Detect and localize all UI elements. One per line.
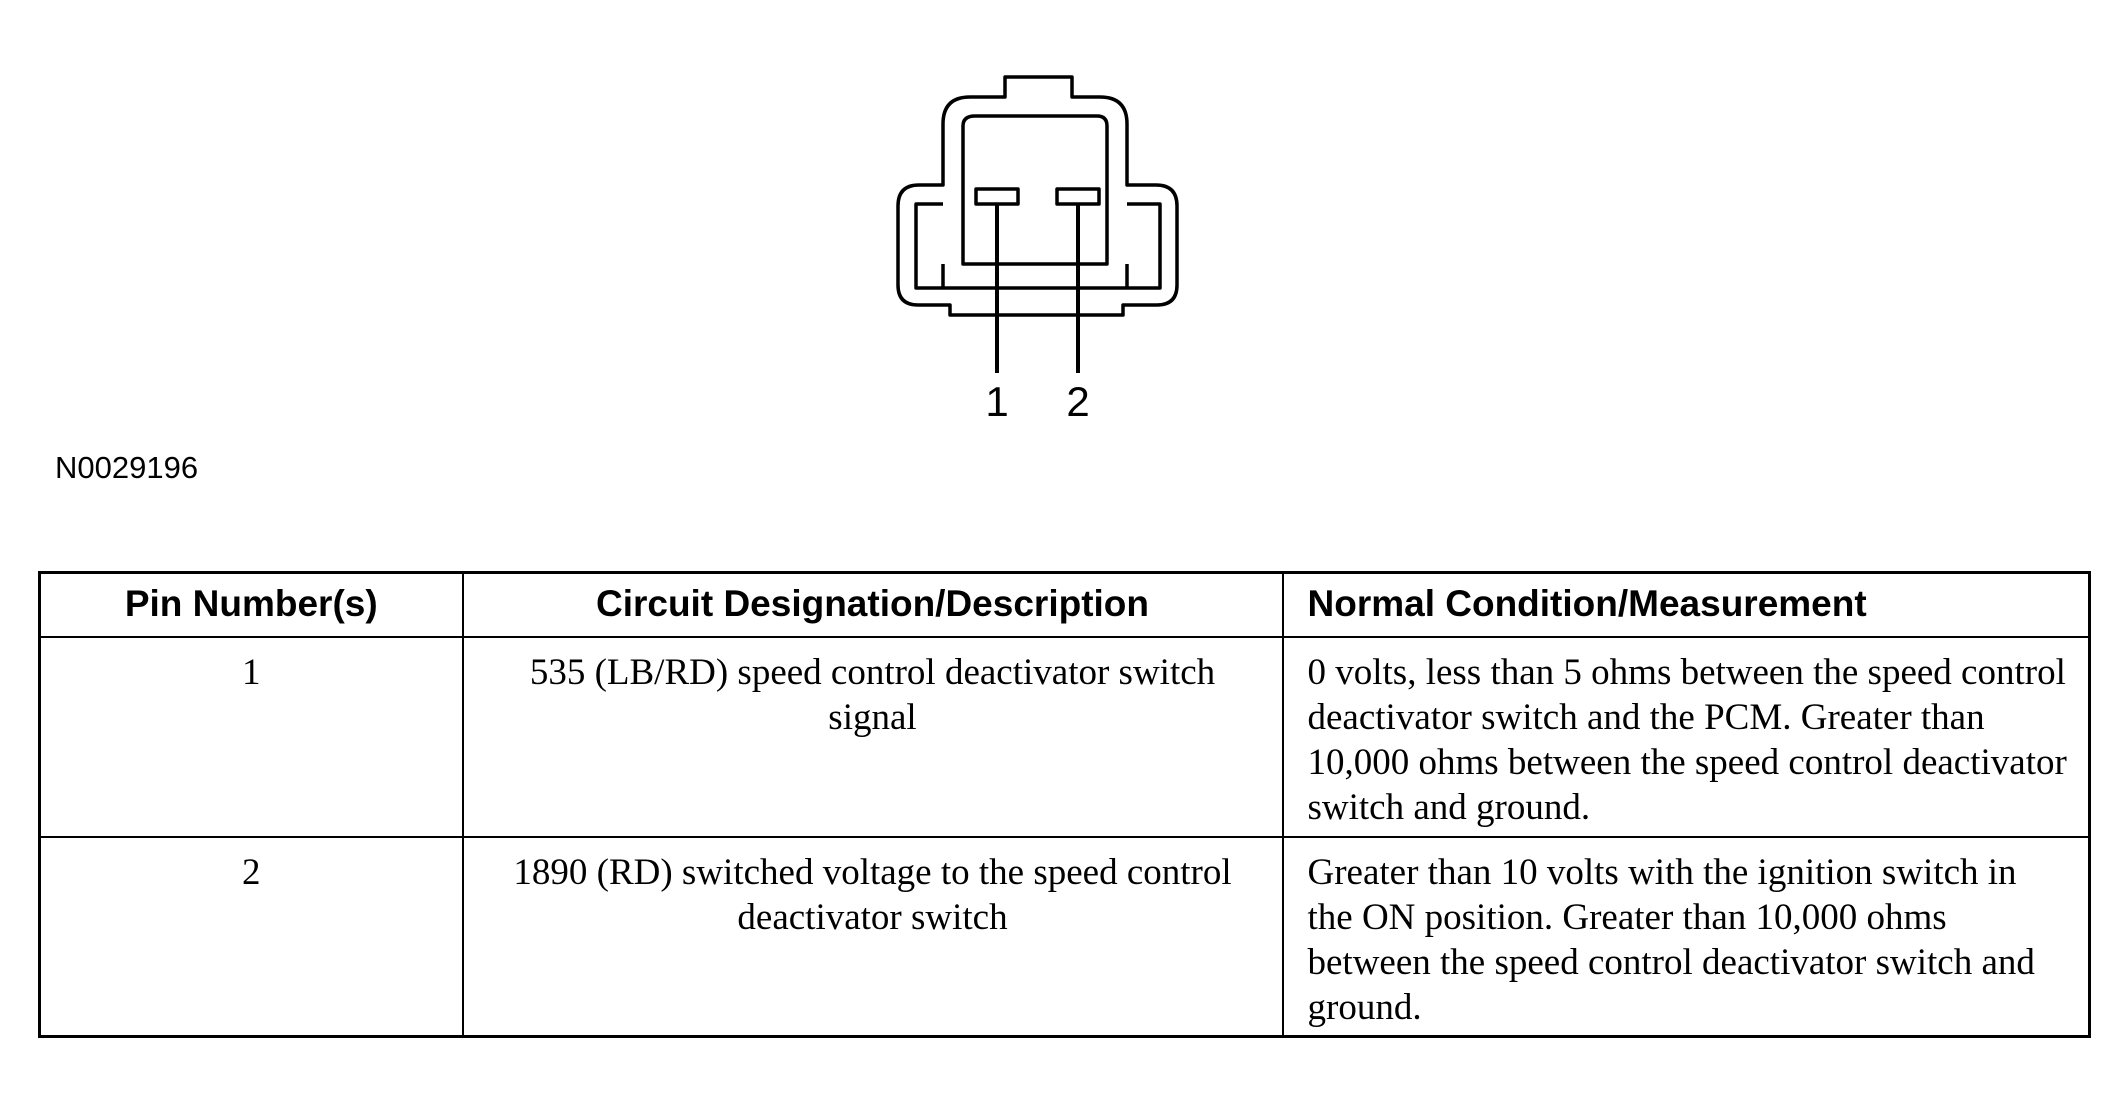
pin-label-2: 2 — [1066, 378, 1089, 425]
connector-rail-bottom — [941, 264, 1129, 288]
connector-diagram: 1 2 — [896, 75, 1179, 425]
pinout-table: Pin Number(s) Circuit Designation/Descri… — [38, 571, 2091, 1038]
pin-terminal-1 — [974, 187, 1020, 206]
table-row: 1 535 (LB/RD) speed control deactivator … — [38, 635, 2091, 838]
cell-circuit: 1890 (RD) switched voltage to the speed … — [461, 835, 1284, 1038]
figure-id: N0029196 — [55, 450, 199, 485]
header-circuit: Circuit Designation/Description — [461, 571, 1284, 638]
pin-terminal-2 — [1055, 187, 1101, 206]
pin-label-1: 1 — [985, 378, 1008, 425]
table-row: 2 1890 (RD) switched voltage to the spee… — [38, 835, 2091, 1038]
header-pin-number: Pin Number(s) — [38, 571, 464, 638]
connector-housing-inner — [961, 114, 1109, 266]
header-condition: Normal Condition/Measurement — [1281, 571, 2091, 638]
connector-housing-outer — [896, 75, 1179, 317]
cell-pin: 1 — [38, 635, 464, 838]
cell-condition: 0 volts, less than 5 ohms between the sp… — [1281, 635, 2091, 838]
table-header-row: Pin Number(s) Circuit Designation/Descri… — [38, 571, 2091, 638]
connector-rail-left — [914, 202, 1162, 290]
cell-pin: 2 — [38, 835, 464, 1038]
cell-circuit: 535 (LB/RD) speed control deactivator sw… — [461, 635, 1284, 838]
cell-condition: Greater than 10 volts with the ignition … — [1281, 835, 2091, 1038]
